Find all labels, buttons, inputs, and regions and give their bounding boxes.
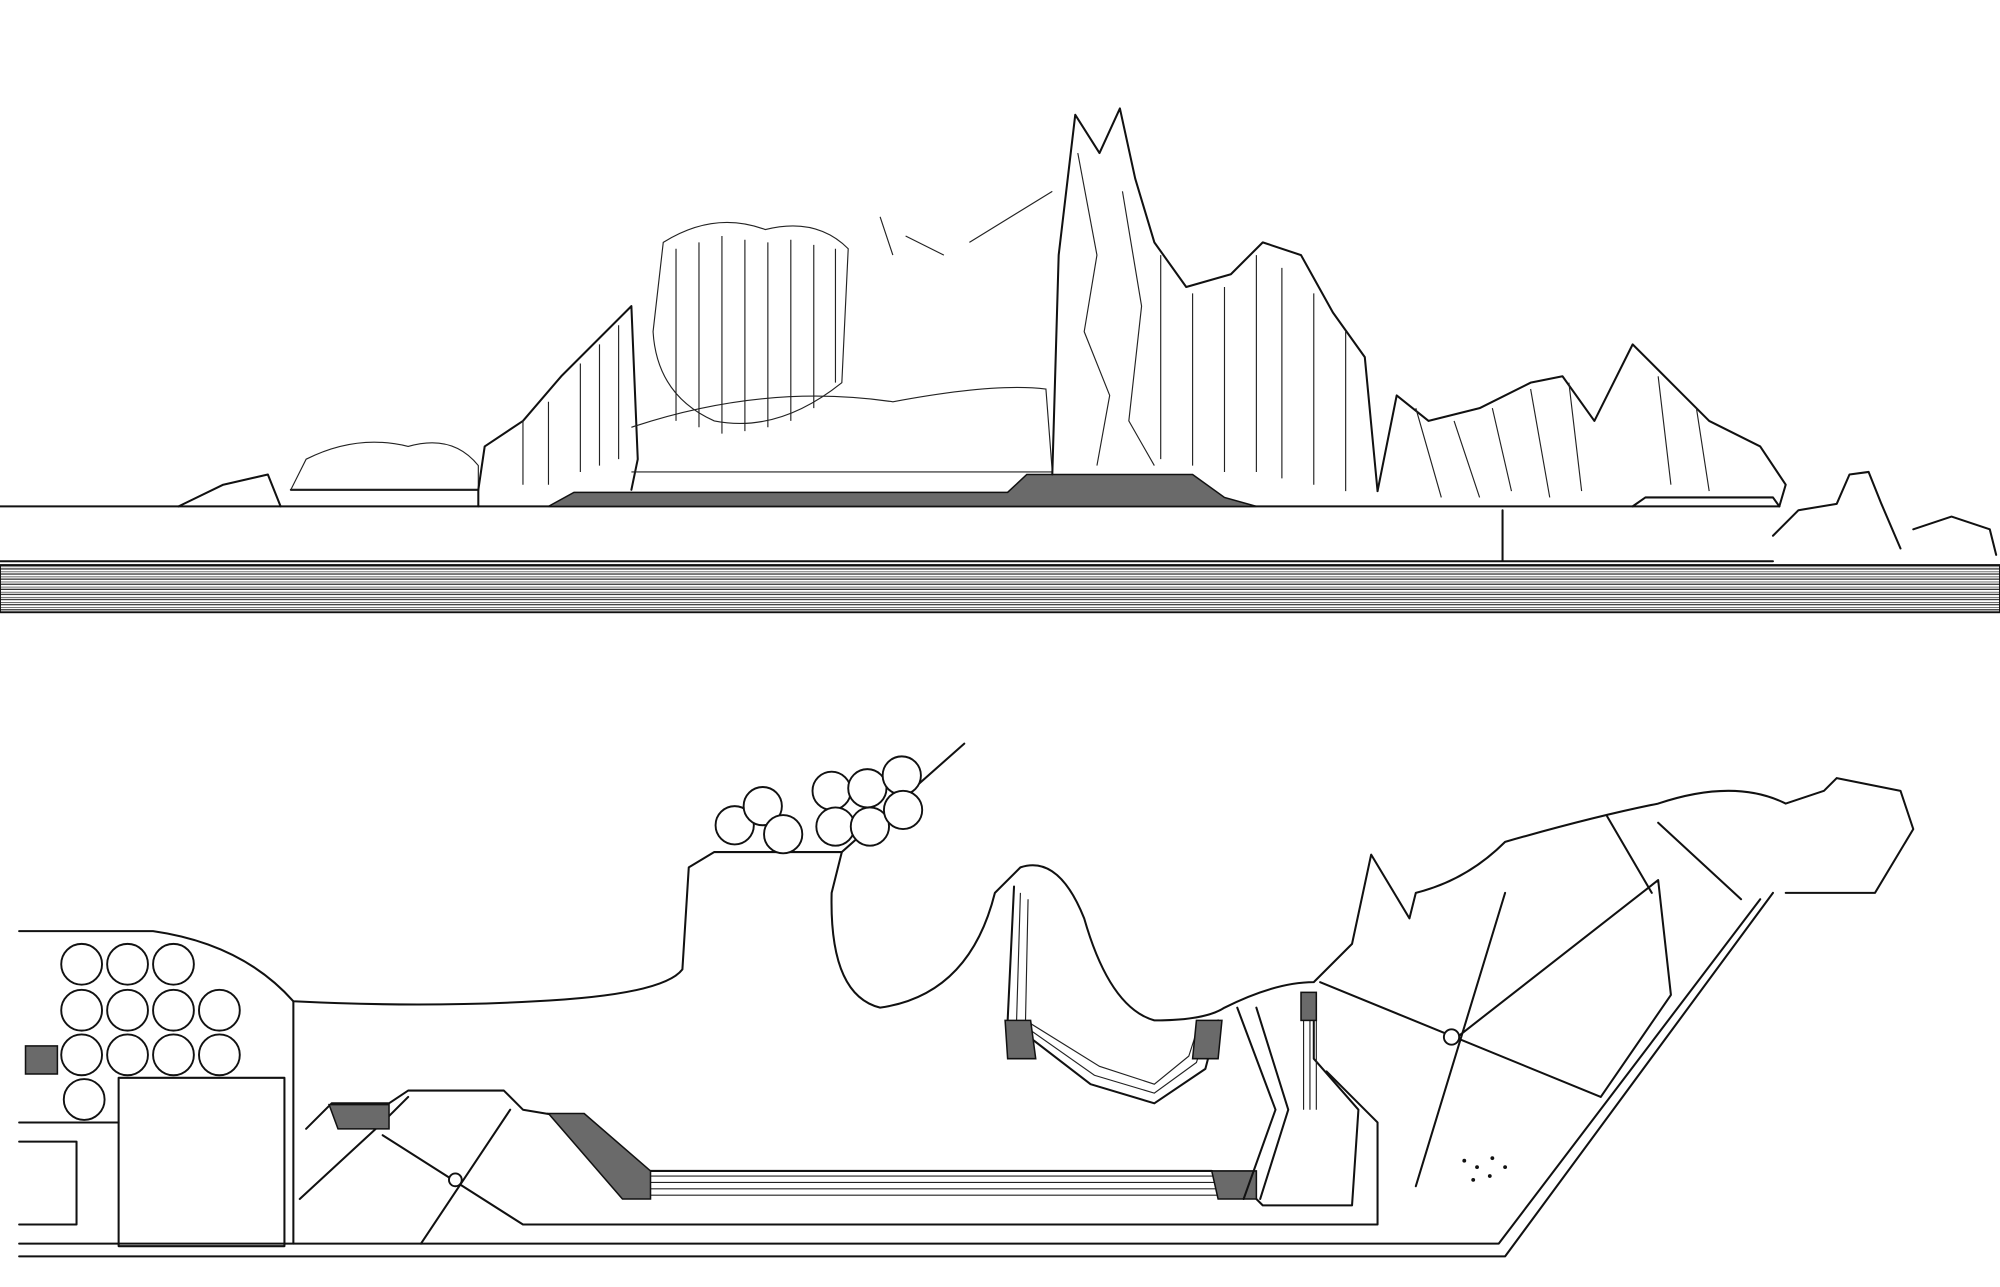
tree-clusters xyxy=(60,755,924,1121)
buildings xyxy=(18,1000,295,1248)
rock-crag-right xyxy=(1376,343,1998,556)
rock-crag-left xyxy=(477,305,1053,491)
tree-cluster-left xyxy=(60,942,241,1121)
rock-crag-central-peak xyxy=(879,107,1379,493)
ground-band xyxy=(0,505,2000,614)
plan-view xyxy=(18,742,1915,1258)
path-junction-marker xyxy=(448,1172,463,1188)
terrace-platforms xyxy=(177,473,1781,508)
tree-grove-left xyxy=(289,221,849,491)
tree-cluster-top xyxy=(714,755,924,855)
paths-and-steps xyxy=(298,885,1379,1245)
foundation-hatched-strip xyxy=(0,564,2000,614)
elevation-view xyxy=(0,107,2000,614)
crossing-paths-east xyxy=(448,815,1743,1188)
site-boundary xyxy=(18,742,1915,1258)
dot-cluster xyxy=(1462,1156,1508,1182)
path-junction-marker xyxy=(1442,1028,1461,1046)
